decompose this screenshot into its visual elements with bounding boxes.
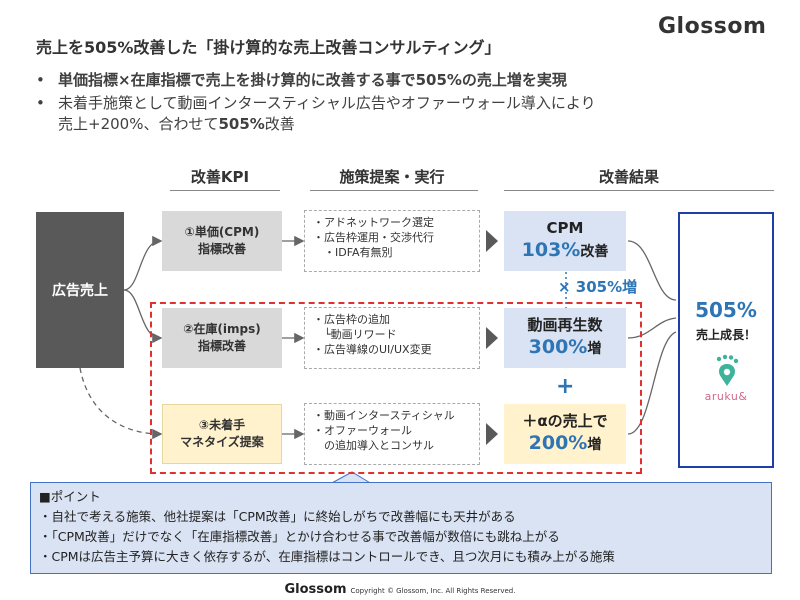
measure-line: ・広告枠運用・交渉代行 (313, 231, 434, 244)
result-value: 300% (528, 336, 588, 358)
final-growth-label: 売上成長！ (695, 328, 756, 342)
result-box-cpm: CPM 103%改善 (504, 211, 626, 271)
kpi-title: ③未着手 (198, 418, 246, 432)
connector-curve (627, 240, 677, 301)
footer-brand: Glossom (284, 582, 347, 597)
bullet-dot-icon: • (36, 94, 45, 112)
bullet-text-continued: 売上+200%、合わせて (58, 115, 219, 133)
ad-revenue-box: 広告売上 (36, 212, 124, 368)
measure-line: ・広告枠の追加 (313, 313, 390, 326)
result-label: ＋αの売上で (522, 412, 608, 430)
key-points-box: ■ポイント ・自社で考える施策、他社提案は「CPM改善」に終始しがちで改善幅にも… (30, 482, 772, 574)
multiplier-label: × 305%増 (558, 278, 638, 296)
measure-line: ・オファーウォール (313, 424, 412, 437)
aruku-brand-text: aruku& (704, 390, 748, 403)
result-box-views: 動画再生数 300%増 (504, 308, 626, 368)
kpi-subtitle: 指標改善 (197, 242, 246, 256)
measure-line: ・アドネットワーク選定 (313, 216, 434, 229)
column-header-kpi: 改善KPI (190, 168, 250, 186)
final-growth-box: 505% 売上成長！ aruku& (678, 212, 774, 468)
key-point-line: ・「CPM改善」だけでなく「在庫指標改善」とかけ合わせる事で改善幅が数倍にも跳ね… (39, 529, 560, 544)
measure-line: ・IDFA有無別 (313, 246, 393, 259)
connector-arrow (123, 235, 163, 291)
bullet-text: 未着手施策として動画インタースティシャル広告やオファーウォール導入により (58, 94, 596, 112)
column-header-results: 改善結果 (598, 168, 659, 186)
result-label: 動画再生数 (527, 316, 603, 334)
kpi-subtitle: マネタイズ提案 (180, 435, 264, 449)
measure-box-cpm: ・アドネットワーク選定 ・広告枠運用・交渉代行 ・IDFA有無別 (304, 210, 480, 272)
result-suffix: 改善 (580, 244, 609, 260)
column-underline (310, 190, 478, 191)
key-point-line: ・自社で考える施策、他社提案は「CPM改善」に終始しがちで改善幅にも天井がある (39, 509, 516, 524)
slide-title: 売上を505%改善した「掛け算的な売上改善コンサルティング」 (36, 38, 501, 57)
kpi-subtitle: 指標改善 (197, 339, 246, 353)
measure-box-imps: ・広告枠の追加 └動画リワード ・広告導線のUI/UX変更 (304, 307, 480, 369)
column-underline (170, 190, 280, 191)
column-header-measures: 施策提案・実行 (339, 168, 445, 186)
kpi-box-imps: ②在庫(imps) 指標改善 (162, 308, 282, 368)
measure-line: の追加導入とコンサル (313, 439, 434, 452)
bullet-text: 単価指標×在庫指標で売上を掛け算的に改善する事で505%の売上増を実現 (58, 71, 567, 89)
kpi-box-cpm: ①単価(CPM) 指標改善 (162, 211, 282, 271)
bullet-bold: 505% (218, 115, 265, 133)
key-point-line: ・CPMは広告主予算に大きく依存するが、在庫指標はコントロールでき、且つ次月にも… (39, 549, 615, 564)
plus-operator: + (556, 374, 575, 399)
measure-box-monetize: ・動画インタースティシャル ・オファーウォール の追加導入とコンサル (304, 403, 480, 465)
bullet-item: • 未着手施策として動画インタースティシャル広告やオファーウォール導入により 売… (36, 93, 766, 135)
summary-bullets: • 単価指標×在庫指標で売上を掛け算的に改善する事で505%の売上増を実現 • … (36, 70, 766, 137)
bullet-dot-icon: • (36, 71, 45, 89)
chevron-right-icon (486, 423, 498, 445)
result-value: 103% (521, 239, 581, 261)
kpi-title: ②在庫(imps) (183, 322, 261, 336)
result-box-extra-revenue: ＋αの売上で 200%増 (504, 404, 626, 464)
result-suffix: 増 (587, 437, 602, 453)
chevron-right-icon (486, 327, 498, 349)
bullet-item: • 単価指標×在庫指標で売上を掛け算的に改善する事で505%の売上増を実現 (36, 70, 766, 91)
final-growth-percent: 505% (695, 298, 757, 322)
column-underline (504, 190, 774, 191)
result-label: CPM (546, 219, 584, 237)
glossom-logo: Glossom (658, 14, 767, 39)
result-value: 200% (528, 432, 588, 454)
connector-arrow-dashed (79, 367, 163, 440)
connector-arrow (123, 289, 163, 344)
result-suffix: 増 (587, 341, 602, 357)
footer-copyright: Copyright © Glossom, Inc. All Rights Res… (350, 587, 516, 595)
connector-curve (627, 331, 677, 435)
kpi-box-monetize: ③未着手 マネタイズ提案 (162, 404, 282, 464)
highlight-dashed-frame (150, 302, 642, 474)
connector-curve (627, 317, 677, 339)
kpi-title: ①単価(CPM) (184, 225, 260, 239)
measure-line: ・動画インタースティシャル (313, 409, 455, 422)
key-points-heading: ■ポイント (39, 489, 101, 504)
aruku-pin-icon (716, 354, 739, 386)
chevron-right-icon (486, 230, 498, 252)
measure-line: └動画リワード (313, 328, 397, 341)
bullet-text-tail: 改善 (264, 115, 295, 133)
measure-line: ・広告導線のUI/UX変更 (313, 343, 432, 356)
